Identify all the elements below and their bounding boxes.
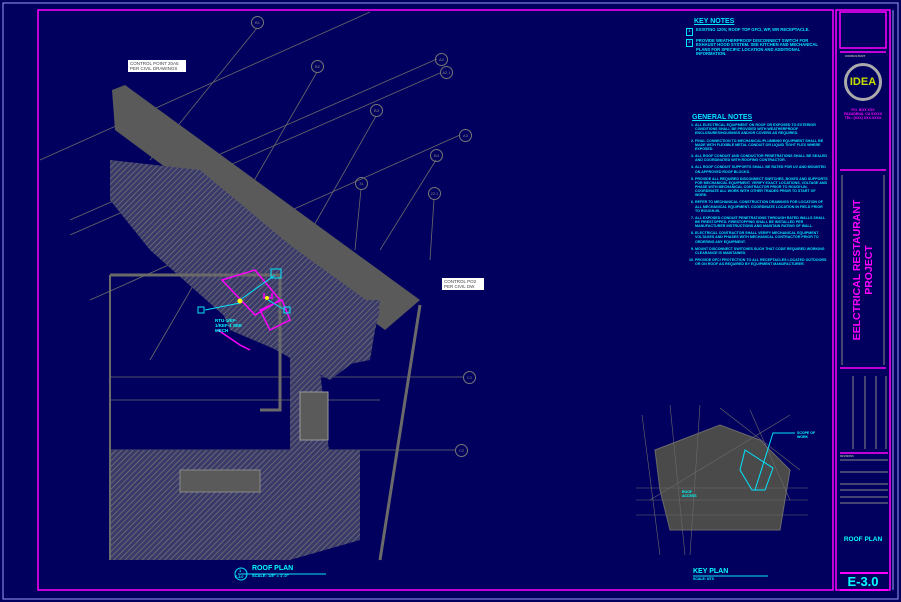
key-note-tag: 1 (686, 27, 693, 36)
roof-plan-scale: SCALE: 1/8" = 1'-0" (252, 573, 289, 578)
revisions-label: REVISIONS (840, 455, 854, 458)
grid-bubble: B2 (311, 60, 324, 73)
general-note: REFER TO MECHANICAL CONSTRUCTION DRAWING… (695, 200, 828, 212)
sheet-name: ROOF PLAN (843, 536, 883, 543)
control-point-label: CONTROL POINT 20A5 PER CIVIL DRAWINGS (128, 60, 186, 72)
grid-bubble: A3 (459, 129, 472, 142)
drawing-border (37, 9, 834, 591)
grid-bubble: B1 (251, 16, 264, 29)
address-line: P.O. BOX XXX (851, 108, 875, 112)
general-note: FINAL CONNECTION TO MECHANICAL/PLUMBING … (695, 139, 828, 151)
general-note: PROVIDE ALL REQUIRED DISCONNECT SWITCHES… (695, 177, 828, 197)
grid-bubble: 22.1 (428, 187, 441, 200)
company-address: P.O. BOX XXX PASADENA, CA 91XXX TEL: (XX… (838, 108, 888, 120)
key-plan-scale: SCALE: NTS (693, 577, 714, 581)
key-note-tag: 2 (686, 38, 693, 47)
key-plan-drawing (636, 404, 808, 556)
circuit-lines (197, 268, 291, 314)
roof-plan-structure (109, 85, 422, 561)
equipment-label: RTU-1/EF-1/KEF-1 SEE MECH (215, 318, 243, 333)
detail-number: 1 (239, 568, 242, 573)
key-note-text: EXISTING 120V, ROOF TOP GFCI, WP, WR REC… (696, 26, 810, 32)
grid-bubble: B3 (370, 104, 383, 117)
consultant-label: CONSULTANT (845, 54, 866, 58)
idea-logo: IDEA (844, 63, 882, 101)
grid-bubble: 31 (355, 177, 368, 190)
general-note: PROVIDE GFCI PROTECTION TO ALL RECEPTACL… (695, 258, 828, 266)
key-plan-title: KEY PLAN (693, 568, 729, 575)
general-note: ALL ROOF CONDUIT SUPPORTS SHALL BE RATED… (695, 165, 828, 173)
grid-bubble: A2.1 (440, 66, 453, 79)
address-line: PASADENA, CA 91XXX (843, 112, 883, 116)
general-notes-title: GENERAL NOTES (692, 114, 753, 121)
control-point-label: CONTROL PO2 PER CIVIL DW (442, 278, 484, 290)
scope-label: SCOPE OF WORK (797, 431, 816, 439)
grid-bubble: A2 (435, 53, 448, 66)
general-note: ELECTRICAL CONTRACTOR SHALL VERIFY MECHA… (695, 231, 828, 243)
general-note: ALL EXPOSED CONDUIT PENETRATIONS THROUGH… (695, 216, 828, 228)
general-note: ALL ELECTRICAL EQUIPMENT ON ROOF OR EXPO… (695, 123, 828, 135)
address-line: TEL: (XXX) XXX-XXXX (844, 116, 882, 120)
general-notes: GENERAL NOTES ALL ELECTRICAL EQUIPMENT O… (686, 114, 828, 270)
sheet-number: E-3.0 (847, 574, 879, 589)
project-title: EELCTRICAL RESTAURANT PROJECT (851, 199, 875, 341)
roof-access-label: ROOF ACCESS (682, 490, 697, 498)
grid-bubble: B4 (430, 149, 443, 162)
roof-plan-title: ROOF PLAN (252, 565, 294, 572)
key-note-text: PROVIDE WEATHERPROOF DISCONNECT SWITCH F… (696, 37, 818, 57)
key-notes-title: KEY NOTES (694, 18, 735, 25)
detail-sheet: E-3.0 (235, 575, 244, 579)
general-note: MOUNT DISCONNECT SWITCHES SUCH THAT CODE… (695, 247, 828, 255)
grid-bubble: C1 (463, 371, 476, 384)
grid-bubble: C2 (455, 444, 468, 457)
general-note: ALL ROOF CONDUIT AND CONDUCTOR PENETRATI… (695, 154, 828, 162)
